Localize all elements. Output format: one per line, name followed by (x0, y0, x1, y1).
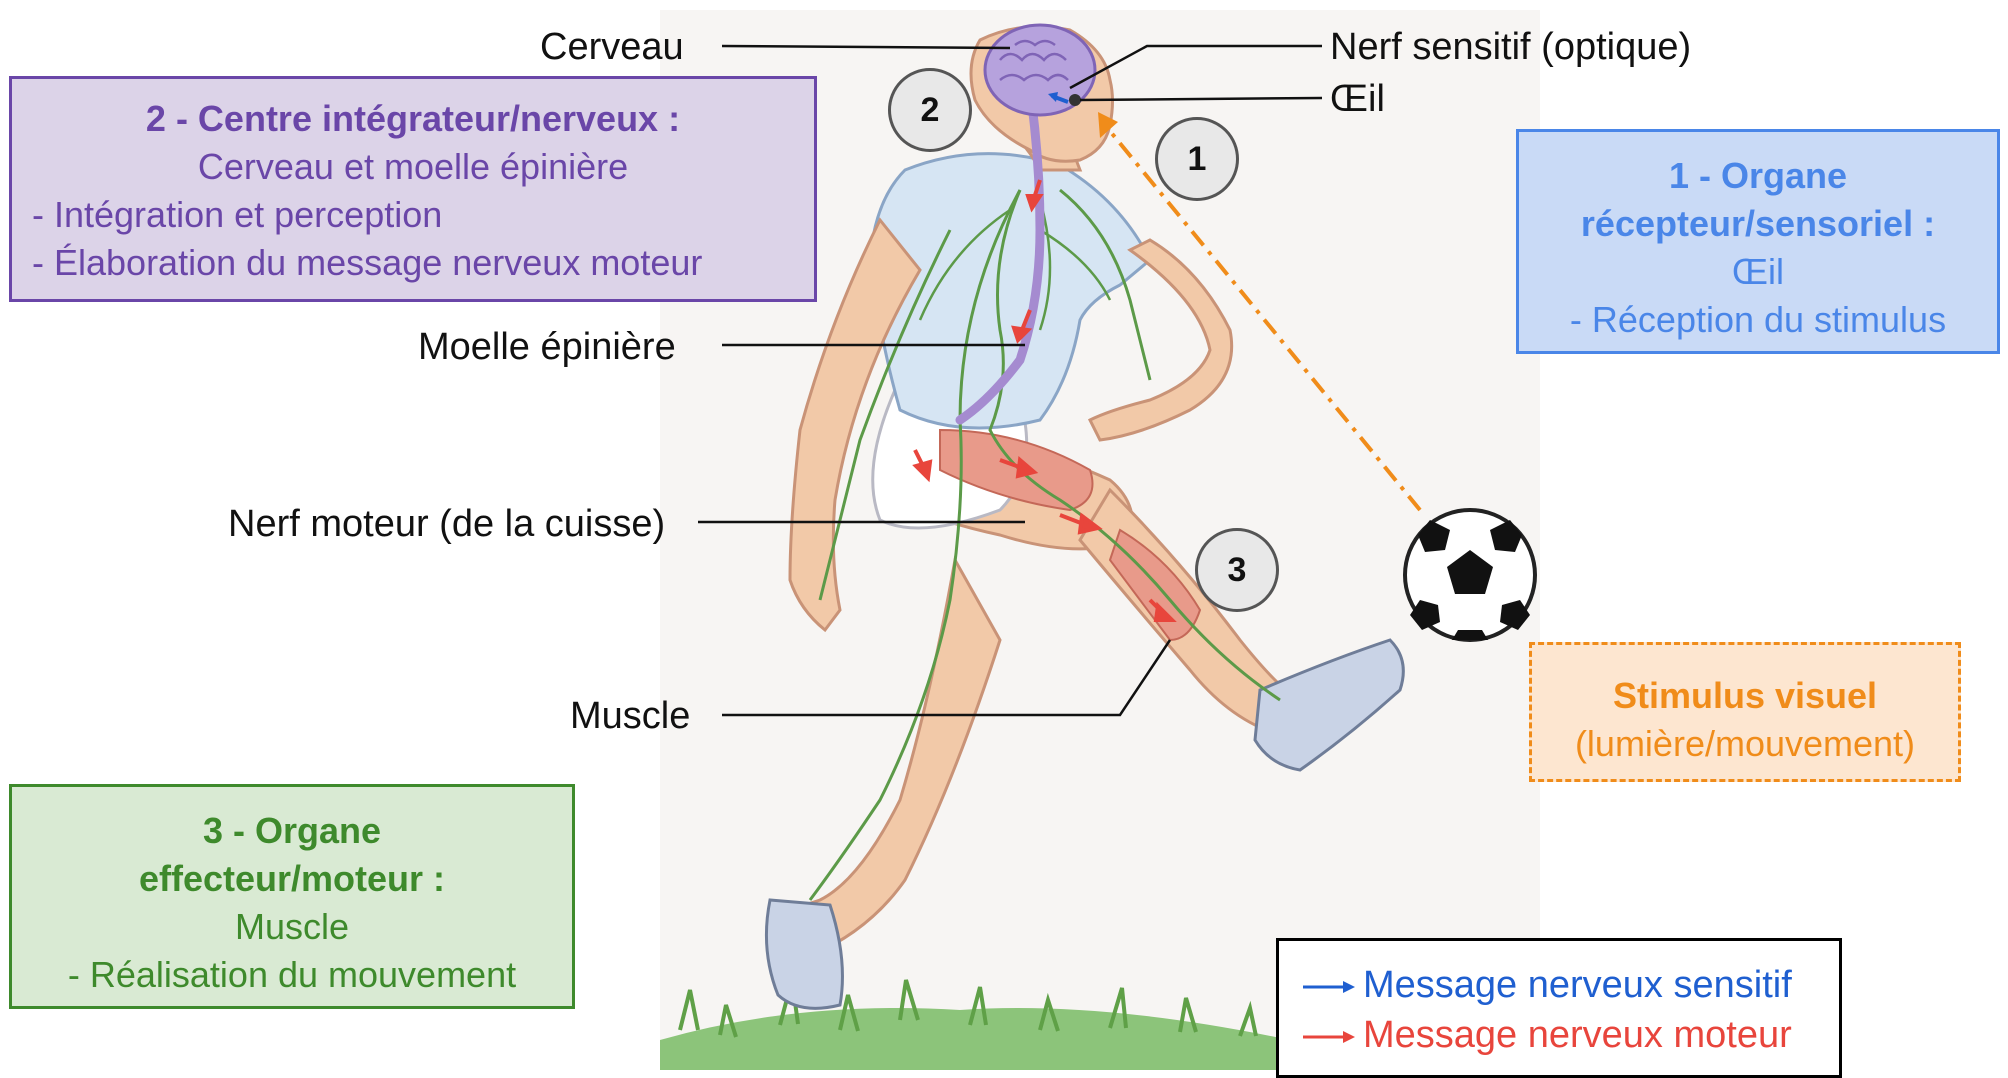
box-recepteur-title1: 1 - Organe (1519, 152, 1997, 200)
box-centre-line2: - Élaboration du message nerveux moteur (12, 239, 814, 287)
legend-moteur-label: Message nerveux moteur (1363, 1014, 1792, 1056)
box-effecteur-title2: effecteur/moteur : (12, 855, 572, 903)
legend-sensitif-label: Message nerveux sensitif (1363, 964, 1792, 1006)
box-effecteur-title1: 3 - Organe (12, 807, 572, 855)
legend-moteur: Message nerveux moteur (1301, 1016, 1792, 1054)
arrow-right-icon (1301, 977, 1357, 997)
box-recepteur-title2: récepteur/sensoriel : (1519, 200, 1997, 248)
box-stimulus-subtitle: (lumière/mouvement) (1532, 720, 1958, 768)
shoe-back (766, 900, 842, 1008)
box-organe-recepteur: 1 - Organe récepteur/sensoriel : Œil - R… (1516, 129, 2000, 354)
box-stimulus-title: Stimulus visuel (1532, 672, 1958, 720)
box-stimulus-visuel: Stimulus visuel (lumière/mouvement) (1529, 642, 1961, 782)
arrow-right-icon (1301, 1027, 1357, 1047)
label-oeil: Œil (1330, 80, 1385, 118)
box-recepteur-line1: - Réception du stimulus (1519, 296, 1997, 344)
label-cerveau: Cerveau (540, 28, 684, 66)
eye-icon (1069, 94, 1081, 106)
box-effecteur-subtitle: Muscle (12, 903, 572, 951)
number-1-badge: 1 (1155, 117, 1239, 201)
legend-sensitif: Message nerveux sensitif (1301, 966, 1792, 1004)
label-nerf-moteur: Nerf moteur (de la cuisse) (228, 505, 665, 543)
label-nerf-sensitif: Nerf sensitif (optique) (1330, 28, 1691, 66)
box-effecteur-line1: - Réalisation du mouvement (12, 951, 572, 999)
soccer-ball-icon (1405, 510, 1535, 640)
box-centre-line1: - Intégration et perception (12, 191, 814, 239)
box-centre-subtitle: Cerveau et moelle épinière (12, 143, 814, 191)
legend: Message nerveux sensitif Message nerveux… (1276, 938, 1842, 1078)
box-centre-integrateur: 2 - Centre intégrateur/nerveux : Cerveau… (9, 76, 817, 302)
label-muscle: Muscle (570, 697, 690, 735)
label-moelle: Moelle épinière (418, 328, 676, 366)
box-organe-effecteur: 3 - Organe effecteur/moteur : Muscle - R… (9, 784, 575, 1009)
number-2-badge: 2 (888, 68, 972, 152)
box-centre-title: 2 - Centre intégrateur/nerveux : (12, 95, 814, 143)
number-3-badge: 3 (1195, 528, 1279, 612)
box-recepteur-subtitle: Œil (1519, 248, 1997, 296)
